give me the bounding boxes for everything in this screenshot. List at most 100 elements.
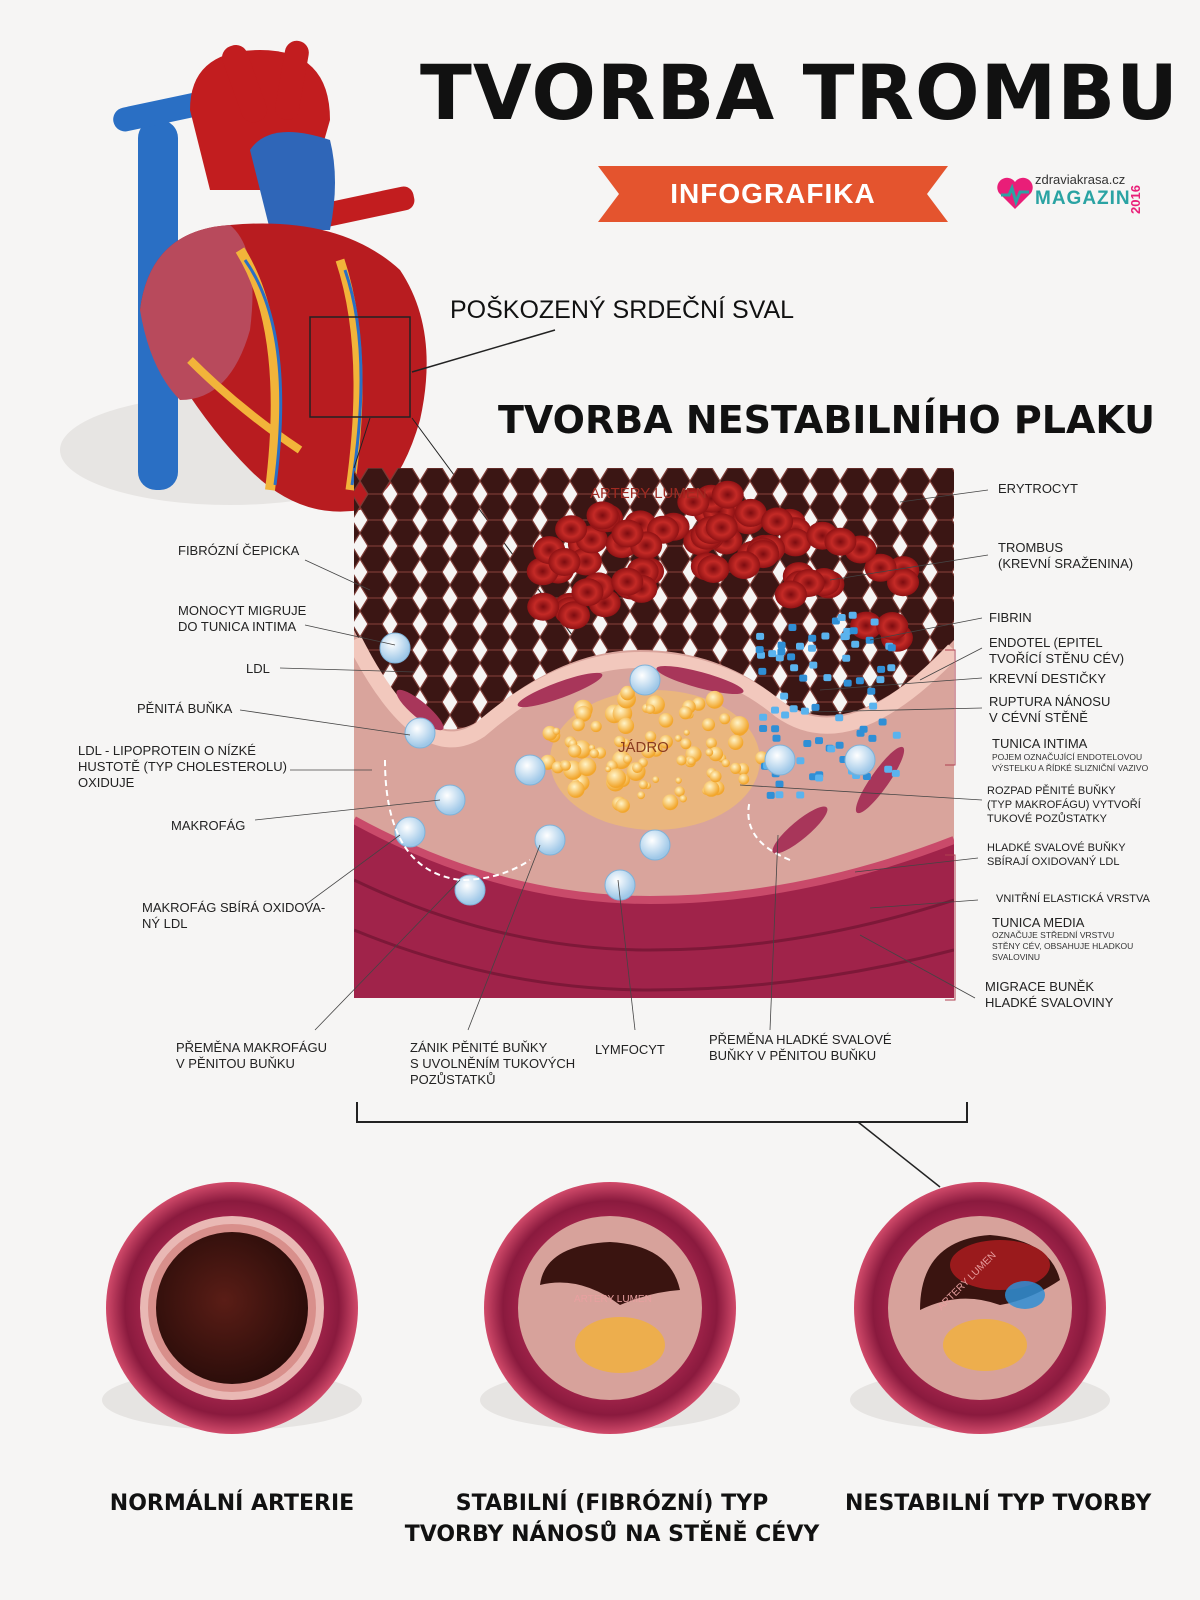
lipid-droplet xyxy=(729,716,749,736)
platelet xyxy=(788,624,797,631)
thrombus-erythrocytes xyxy=(526,480,920,652)
foam-cell-label: PĚNITÁ BUŇKA xyxy=(137,701,233,716)
ldl-oxid-label-1: LDL - LIPOPROTEIN O NÍZKÉ xyxy=(78,743,256,758)
erythrocyte xyxy=(558,601,590,630)
lipid-droplet xyxy=(658,713,674,728)
lipid-droplet xyxy=(614,735,626,748)
monocyte-label-1: MONOCYT MIGRUJE xyxy=(178,603,307,618)
foam-death-label-1: ZÁNIK PĚNITÉ BUŇKY xyxy=(410,1040,548,1055)
platelet xyxy=(756,632,765,640)
brand-site: zdraviakrasa.cz xyxy=(1035,172,1126,187)
platelet xyxy=(777,641,786,649)
lipid-droplet xyxy=(552,727,561,735)
erythrocyte xyxy=(697,555,730,583)
smooth-cells-label-2: SBÍRAJÍ OXIDOVANÝ LDL xyxy=(987,856,1120,868)
foam-death-label-3: POZŮSTATKŮ xyxy=(410,1072,496,1087)
lipid-droplet xyxy=(560,760,571,771)
foam-cell xyxy=(434,784,466,816)
lipid-droplet xyxy=(575,705,592,722)
lipid-droplet xyxy=(632,762,643,773)
platelet xyxy=(835,714,844,722)
platelets-label: KREVNÍ DESTIČKY xyxy=(989,671,1107,686)
lipid-droplet xyxy=(659,735,673,749)
stable-lumen-label: ARTERY LUMEN xyxy=(574,1294,652,1305)
foam-cell xyxy=(844,744,876,776)
lipid-droplet xyxy=(728,734,744,751)
smooth-foam-label-1: PŘEMĚNA HLADKÉ SVALOVÉ xyxy=(709,1032,892,1047)
foam-cell xyxy=(394,816,426,848)
brand-name: MAGAZIN xyxy=(1035,188,1131,209)
platelet xyxy=(768,650,777,658)
platelet xyxy=(837,614,846,621)
endothel-label-1: ENDOTEL (EPITEL xyxy=(989,635,1103,650)
lipid-droplet xyxy=(645,731,657,743)
lipid-droplet xyxy=(683,729,690,736)
platelet xyxy=(800,707,809,715)
platelet xyxy=(841,633,850,640)
platelet xyxy=(870,618,879,626)
platelet xyxy=(775,780,784,788)
platelet xyxy=(856,729,865,737)
foam-cell xyxy=(404,717,436,749)
erythrocyte-label: ERYTROCYT xyxy=(998,481,1078,496)
foam-cell xyxy=(764,744,796,776)
stable-caption-1: STABILNÍ (FIBRÓZNÍ) TYP xyxy=(455,1491,769,1516)
lipid-droplet xyxy=(676,755,687,766)
platelet xyxy=(867,687,876,695)
lipid-droplet xyxy=(605,766,612,773)
erythrocyte xyxy=(555,515,588,544)
platelet xyxy=(855,677,864,685)
thrombus-label-1: TROMBUS xyxy=(998,540,1063,555)
foam-cells xyxy=(379,632,876,906)
cross-sections: ARTERY LUMEN ARTERY LUMEN xyxy=(102,1182,1110,1434)
migration-label-1: MIGRACE BUNĚK xyxy=(985,979,1095,994)
platelet xyxy=(821,632,830,640)
platelet xyxy=(787,653,796,661)
lipid-droplet xyxy=(709,770,722,783)
erythrocyte xyxy=(611,567,644,596)
monocyte-label-2: DO TUNICA INTIMA xyxy=(178,619,297,634)
lipid-droplet xyxy=(675,777,682,784)
lipid-droplet xyxy=(590,720,602,733)
heart-illustration xyxy=(60,40,427,512)
platelet xyxy=(766,791,775,799)
foam-decay-label-2: (TYP MAKROFÁGU) VYTVOŘÍ xyxy=(987,799,1141,811)
foam-decay-label-1: ROZPAD PĚNITÉ BUŇKY xyxy=(987,785,1116,797)
plaque-title: TVORBA NESTABILNÍHO PLAKU xyxy=(498,398,1156,442)
macro-foam-label-2: V PĚNITOU BUŇKU xyxy=(176,1056,295,1071)
lipid-droplet xyxy=(637,791,645,800)
platelet xyxy=(815,774,824,782)
media-desc-3: SVALOVINU xyxy=(992,952,1041,962)
platelet xyxy=(862,773,871,780)
platelet xyxy=(843,679,852,687)
fibrin-label: FIBRIN xyxy=(989,610,1032,625)
lipid-droplet xyxy=(702,718,715,732)
platelet xyxy=(775,654,784,662)
erythrocyte xyxy=(611,519,644,548)
ldl-label: LDL xyxy=(246,661,270,676)
erythrocyte xyxy=(728,551,761,580)
lipid-droplet xyxy=(679,795,687,803)
heart-logo-icon xyxy=(997,177,1033,209)
smooth-cells-label-1: HLADKÉ SVALOVÉ BUŇKY xyxy=(987,842,1126,854)
macrophage-ldl-label-2: NÝ LDL xyxy=(142,916,188,931)
unstable-caption: NESTABILNÍ TYP TVORBY xyxy=(845,1491,1152,1516)
lipid-droplet xyxy=(623,754,632,764)
lipid-droplet xyxy=(652,776,660,783)
lipid-droplet xyxy=(730,762,742,775)
platelet xyxy=(808,634,817,642)
infographic-ribbon: INFOGRAFIKA xyxy=(598,166,948,222)
lipid-droplet xyxy=(567,780,585,798)
platelet xyxy=(878,718,887,726)
platelet xyxy=(803,740,812,747)
lipid-droplet xyxy=(678,706,693,720)
platelet xyxy=(849,627,858,635)
erythrocyte xyxy=(586,501,619,530)
erythrocyte xyxy=(887,568,919,597)
erythrocyte xyxy=(876,612,909,640)
platelet xyxy=(811,703,820,711)
platelet xyxy=(877,665,886,673)
lipid-droplet xyxy=(589,748,599,759)
lipid-droplet xyxy=(721,759,730,768)
lipid-droplet xyxy=(674,786,685,797)
